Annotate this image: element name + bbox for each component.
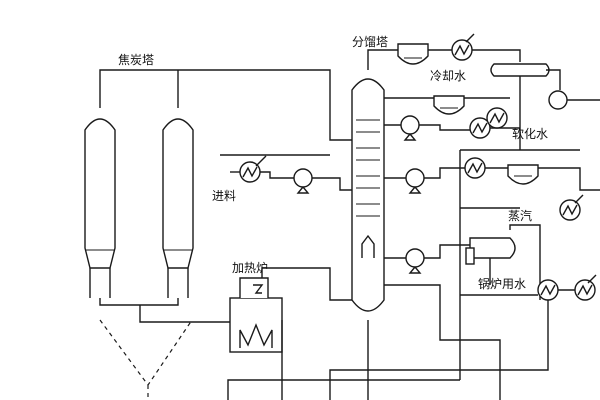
exchanger-boiler-water — [537, 279, 559, 301]
side-draw-1 — [384, 95, 521, 150]
drum-mid — [433, 95, 465, 115]
exchanger-side-2 — [464, 157, 486, 179]
pump-top-right — [548, 90, 568, 110]
reflux-drum-top — [397, 43, 429, 65]
feed-heat-exchanger — [239, 155, 267, 183]
coke-tower-left — [84, 118, 116, 298]
heating-furnace — [229, 267, 352, 353]
coke-drain-lines — [99, 319, 193, 387]
pump-side-1 — [400, 115, 420, 135]
steam-generator — [469, 237, 516, 259]
label-feed: 进料 — [212, 189, 236, 203]
pump-side-2 — [405, 168, 425, 188]
label-fractionator: 分馏塔 — [352, 35, 388, 49]
side-draw-2 — [384, 149, 600, 380]
pump-bottom — [405, 248, 425, 268]
label-heating-furnace: 加热炉 — [232, 261, 268, 275]
bottoms-section — [227, 224, 597, 400]
feed-section — [220, 154, 352, 194]
coke-towers — [84, 69, 352, 400]
label-boiler-water: 锅炉用水 — [478, 276, 526, 291]
overhead-system — [367, 33, 600, 110]
exchanger-softened-water — [469, 117, 491, 139]
coke-tower-overhead-line — [99, 69, 352, 141]
drum-lower — [507, 164, 539, 185]
label-steam: 蒸汽 — [508, 208, 532, 223]
fractionator-column — [351, 78, 385, 400]
label-cooling-water: 冷却水 — [430, 69, 466, 83]
feed-pump — [293, 168, 313, 188]
condenser-cooling — [486, 107, 508, 129]
exchanger-bottom-right — [574, 274, 597, 301]
coke-tower-right — [162, 118, 194, 298]
exchanger-right — [559, 194, 584, 221]
condenser-top — [451, 33, 475, 61]
label-coke-tower: 焦炭塔 — [118, 53, 154, 67]
label-softened-water: 软化水 — [512, 127, 548, 141]
separator-drum — [490, 63, 550, 77]
